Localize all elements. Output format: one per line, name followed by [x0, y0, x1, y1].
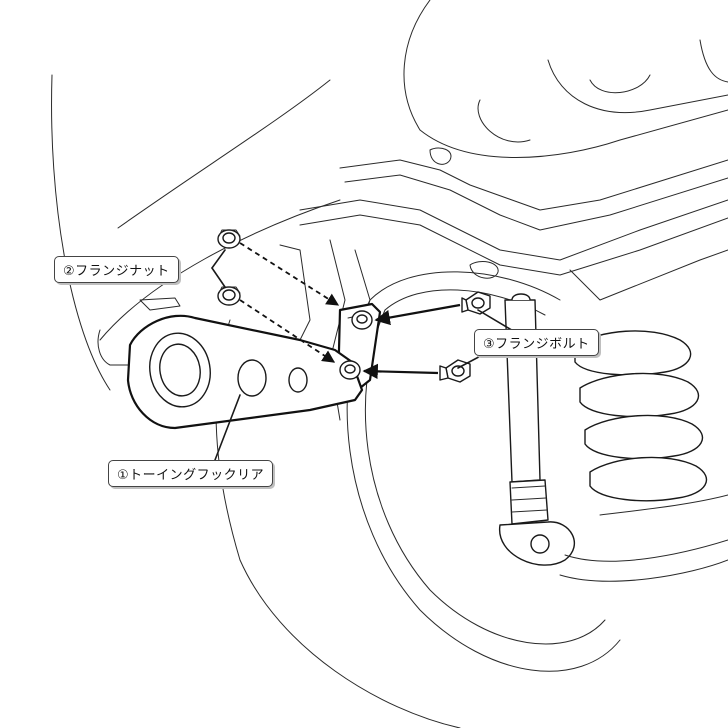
flange-bolt-upper	[461, 291, 491, 315]
bolt-position-upper	[351, 310, 373, 330]
towing-hook-rear	[126, 314, 364, 430]
bolt-insertion-arrows	[362, 303, 461, 380]
label-flange-nut: ②フランジナット	[54, 256, 179, 283]
coil-spring	[574, 330, 728, 516]
label-towing-hook: ①トーイングフックリア	[108, 460, 274, 487]
flange-nut-upper	[217, 229, 241, 249]
hook-bolt-positions	[339, 310, 373, 380]
bolt-position-lower	[339, 360, 361, 380]
alignment-dashed-lines	[239, 242, 340, 363]
flange-nut-lower	[217, 286, 241, 306]
flange-nuts	[217, 229, 241, 306]
label-flange-bolt: ③フランジボルト	[474, 329, 599, 356]
